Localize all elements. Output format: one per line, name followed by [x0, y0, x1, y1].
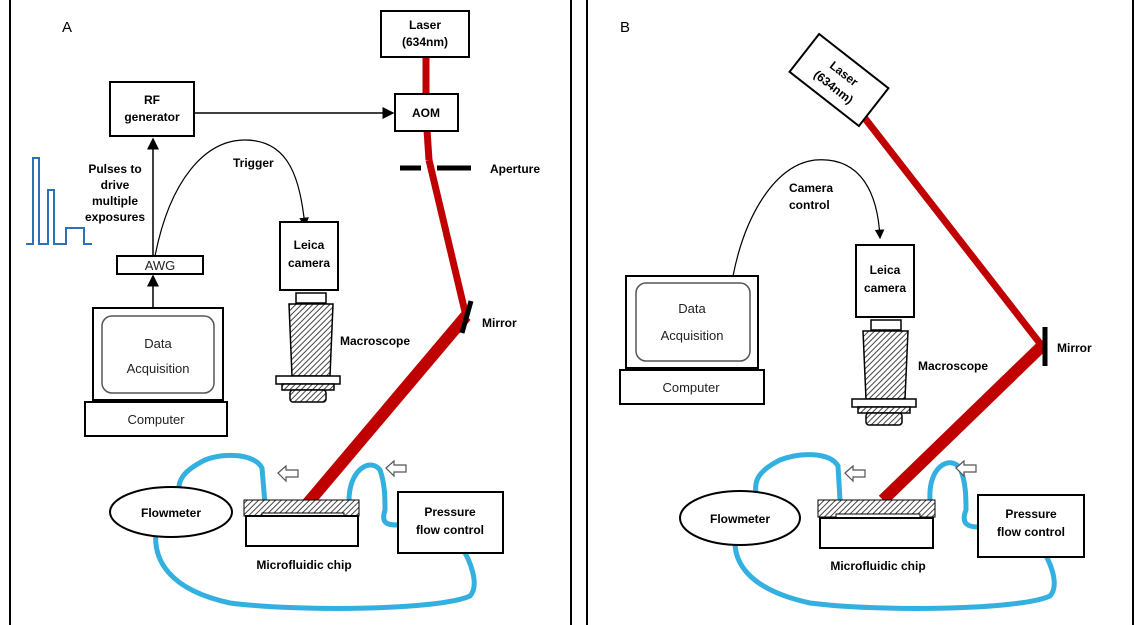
mirror-label: Mirror	[482, 316, 517, 330]
flow-arrow-left	[844, 464, 866, 483]
microfluidic-chip: Microfluidic chip	[817, 499, 936, 573]
rf-generator-label-line2: generator	[124, 110, 180, 124]
pulse-waveform	[26, 157, 92, 245]
mirror	[459, 300, 474, 334]
pressure-flow-control-line1: Pressure	[424, 505, 476, 519]
laser-beam	[297, 57, 471, 514]
rf-generator-label-line1: RF	[144, 93, 160, 107]
leica-camera-line2: camera	[288, 256, 330, 270]
pulses-note-line1: Pulses to	[88, 162, 141, 176]
macroscope-label: Macroscope	[918, 359, 988, 373]
leica-camera: Leica camera	[279, 221, 339, 291]
aperture-label: Aperture	[490, 162, 540, 176]
data-acquisition-line1: Data	[678, 301, 706, 316]
rf-generator-box: RF generator	[109, 81, 195, 137]
flow-arrow-right	[955, 459, 977, 478]
data-acquisition-line2: Acquisition	[127, 361, 190, 376]
pulses-note-line4: exposures	[85, 210, 145, 224]
panel-a: A Laser (634nm) AOM Aperture RF	[9, 0, 572, 625]
computer-monitor: Data Acquisition	[625, 275, 759, 369]
pulses-note-line2: drive	[101, 178, 130, 192]
flowmeter: Flowmeter	[109, 486, 233, 538]
panel-b: B Laser (634nm) Camera control Data Acqu…	[586, 0, 1134, 625]
data-acquisition-line1: Data	[144, 336, 172, 351]
aom-label: AOM	[412, 106, 440, 120]
tubing	[153, 452, 477, 611]
leica-camera-line2: camera	[864, 281, 906, 295]
flow-arrow-left	[277, 464, 299, 483]
flowmeter: Flowmeter	[679, 490, 801, 546]
computer-base: Computer	[84, 401, 228, 437]
panel-letter-a: A	[62, 19, 72, 36]
pulses-note-line3: multiple	[92, 194, 138, 208]
computer-label: Computer	[127, 412, 185, 427]
mirror-label: Mirror	[1057, 341, 1092, 355]
panel-letter-b: B	[620, 19, 630, 36]
pressure-flow-control-line2: flow control	[416, 523, 484, 537]
camera-control-line1: Camera	[789, 181, 833, 195]
awg-box: AWG	[116, 255, 204, 275]
pressure-flow-control-line1: Pressure	[1005, 507, 1057, 521]
pressure-flow-control: Pressure flow control	[397, 491, 504, 554]
flow-arrow-right	[385, 459, 407, 478]
flowmeter-label: Flowmeter	[141, 506, 201, 520]
aperture: Aperture	[400, 162, 540, 176]
camera-control-curve	[732, 159, 885, 277]
computer-base: Computer	[619, 369, 765, 405]
computer-label: Computer	[662, 380, 720, 395]
macroscope	[275, 292, 341, 403]
microfluidic-chip-label: Microfluidic chip	[256, 558, 351, 572]
data-acquisition-line2: Acquisition	[661, 328, 724, 343]
microfluidic-chip: Microfluidic chip	[243, 499, 360, 572]
leica-camera-line1: Leica	[294, 238, 325, 252]
awg-label: AWG	[145, 258, 176, 273]
leica-camera-line1: Leica	[870, 263, 901, 277]
laser-box: Laser (634nm)	[788, 32, 890, 128]
flowmeter-label: Flowmeter	[710, 512, 770, 526]
laser-beam	[857, 109, 1047, 505]
laser-wavelength: (634nm)	[402, 35, 448, 49]
tubing	[732, 452, 1057, 611]
camera-control-line2: control	[789, 198, 830, 212]
microfluidic-chip-label: Microfluidic chip	[830, 559, 925, 573]
leica-camera: Leica camera	[855, 244, 915, 318]
pressure-flow-control: Pressure flow control	[977, 494, 1085, 558]
aom-box: AOM	[394, 93, 459, 132]
pressure-flow-control-line2: flow control	[997, 525, 1065, 539]
macroscope	[851, 319, 917, 426]
laser-label: Laser	[409, 18, 441, 32]
pulses-note: Pulses to drive multiple exposures	[85, 162, 145, 224]
laser-box: Laser (634nm)	[380, 10, 470, 58]
trigger-curve	[154, 139, 309, 257]
macroscope-label: Macroscope	[340, 334, 410, 348]
computer-monitor: Data Acquisition	[92, 307, 224, 401]
trigger-label: Trigger	[233, 156, 274, 170]
